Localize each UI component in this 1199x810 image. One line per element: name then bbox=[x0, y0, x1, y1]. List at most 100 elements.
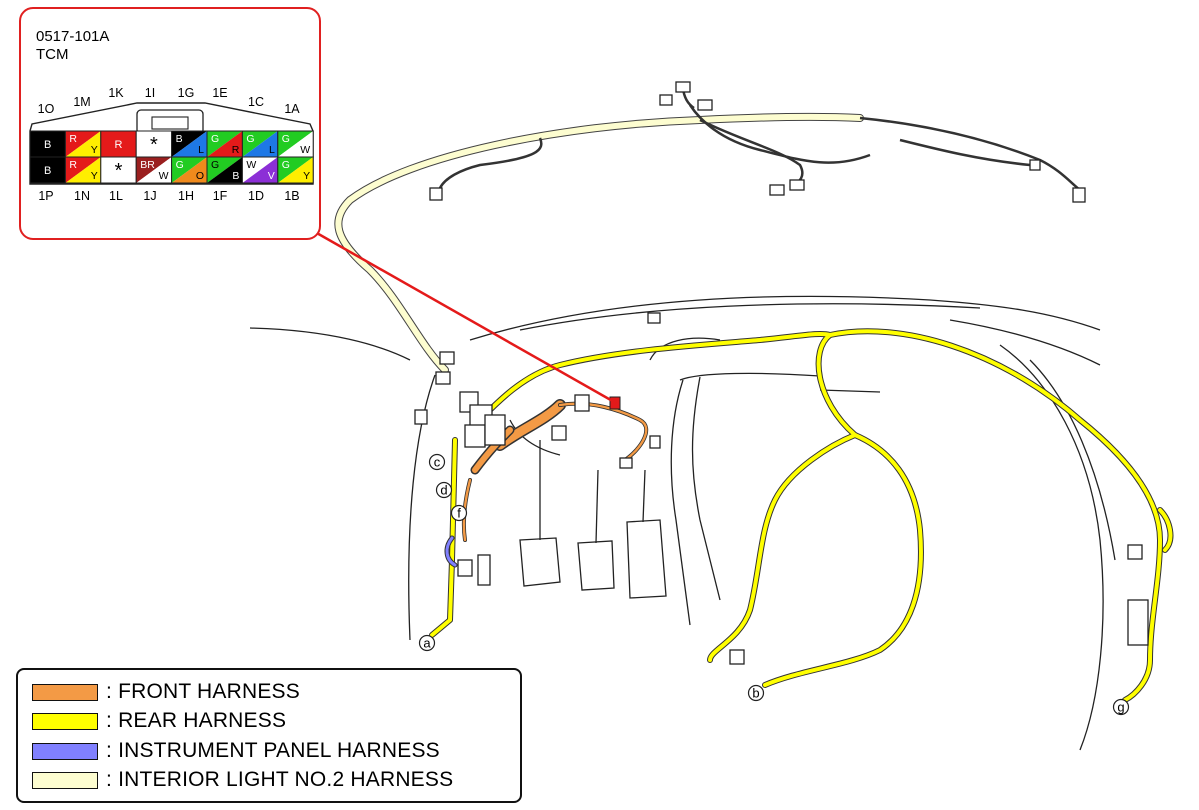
pin-cell-stripe bbox=[242, 157, 278, 183]
pin-number-label: 1B bbox=[284, 189, 300, 203]
pin-number-label: 1F bbox=[212, 189, 228, 203]
pin-color-code: G bbox=[282, 159, 290, 171]
marker-f: f bbox=[457, 506, 461, 521]
vehicle-body-outline bbox=[249, 295, 1116, 751]
harness-legend: : FRONT HARNESS : REAR HARNESS : INSTRUM… bbox=[16, 668, 522, 803]
pin-cell-border bbox=[277, 156, 314, 184]
pin-number-label: 1G bbox=[177, 86, 195, 100]
pin-number-label: 1C bbox=[248, 95, 264, 109]
connector-code: 0517-101A bbox=[36, 28, 110, 45]
legend-swatch-front bbox=[32, 683, 98, 701]
pin-cell bbox=[30, 131, 66, 157]
pin-number-label: 1I bbox=[144, 86, 156, 100]
legend-item-front: : FRONT HARNESS bbox=[32, 679, 300, 705]
pin-stripe-code: B bbox=[232, 170, 239, 182]
pin-color-code: R bbox=[115, 139, 123, 151]
marker-b-circle bbox=[747, 684, 765, 702]
pin-cell-primary bbox=[242, 131, 278, 157]
legend-item-instrument-panel: : INSTRUMENT PANEL HARNESS bbox=[32, 738, 440, 764]
pin-color-code: R bbox=[69, 159, 77, 171]
pin-color-code: R bbox=[69, 133, 77, 145]
legend-label-front: : FRONT HARNESS bbox=[106, 680, 300, 703]
pin-number-label: 1K bbox=[108, 86, 124, 100]
legend-item-rear: : REAR HARNESS bbox=[32, 708, 286, 734]
pin-number-label: 1N bbox=[74, 189, 90, 203]
pin-cell-stripe bbox=[242, 131, 278, 157]
marker-f-circle bbox=[450, 504, 468, 522]
unused-pin-mark: * bbox=[150, 134, 158, 156]
marker-d-circle bbox=[435, 481, 453, 499]
pin-stripe-code: L bbox=[198, 144, 204, 156]
instrument-panel-harness bbox=[444, 535, 458, 568]
legend-swatch-instrument-panel bbox=[32, 742, 98, 760]
pin-number-label: 1P bbox=[38, 189, 54, 203]
pin-cell-stripe bbox=[207, 131, 243, 157]
pin-cell bbox=[100, 157, 137, 183]
pin-stripe-code: V bbox=[268, 170, 275, 182]
pin-cell-stripe bbox=[136, 157, 172, 183]
location-markers: a b c d f g bbox=[418, 453, 1130, 716]
pin-color-code: B bbox=[176, 133, 183, 145]
pin-color-code: BR bbox=[140, 159, 155, 171]
pin-number-label: 1L bbox=[109, 189, 123, 203]
pin-stripe-code: W bbox=[159, 170, 169, 182]
pin-stripe-code: W bbox=[300, 144, 310, 156]
pin-cell bbox=[136, 131, 172, 157]
pin-stripe-code: Y bbox=[91, 170, 98, 182]
legend-label-instrument-panel: : INSTRUMENT PANEL HARNESS bbox=[106, 739, 440, 762]
pin-cell-primary bbox=[65, 157, 101, 183]
pin-cell-stripe bbox=[65, 131, 101, 157]
legend-swatch-interior-light bbox=[32, 771, 98, 789]
rear-harness bbox=[429, 328, 1174, 703]
pedals bbox=[519, 440, 667, 599]
pin-stripe-code: R bbox=[232, 144, 240, 156]
interior-light-harness bbox=[334, 112, 864, 374]
connector-latch-inner bbox=[151, 116, 189, 130]
pin-cell-primary bbox=[65, 131, 101, 157]
marker-g: g bbox=[1117, 700, 1124, 715]
roof-connectors bbox=[429, 81, 1086, 203]
pin-cell-primary bbox=[242, 157, 278, 183]
pin-cell-stripe bbox=[277, 131, 314, 157]
connector-name: TCM bbox=[36, 46, 69, 63]
marker-b: b bbox=[752, 686, 759, 701]
legend-swatch-rear bbox=[32, 712, 98, 730]
pin-color-code: G bbox=[211, 133, 219, 145]
marker-c: c bbox=[434, 455, 441, 470]
pin-cell-stripe bbox=[277, 157, 314, 183]
pin-cell-stripe bbox=[171, 157, 207, 183]
pin-color-code: G bbox=[176, 159, 184, 171]
pin-cell bbox=[100, 131, 137, 157]
pin-cell bbox=[30, 157, 66, 183]
harness-connectors bbox=[414, 312, 1149, 665]
marker-a: a bbox=[423, 636, 431, 651]
pin-number-label: 1M bbox=[73, 95, 91, 109]
pin-color-code: G bbox=[282, 133, 290, 145]
marker-a-circle bbox=[418, 634, 436, 652]
pin-color-code: B bbox=[44, 139, 51, 151]
marker-c-circle bbox=[428, 453, 446, 471]
pin-stripe-code: Y bbox=[303, 170, 310, 182]
unused-pin-mark: * bbox=[115, 160, 123, 182]
pin-color-code: G bbox=[246, 133, 254, 145]
pin-color-code: G bbox=[211, 159, 219, 171]
pin-number-label: 1J bbox=[143, 189, 157, 203]
pin-cell-stripe bbox=[65, 157, 101, 183]
tcm-leader-line bbox=[314, 230, 617, 405]
pin-cell-stripe bbox=[171, 131, 207, 157]
pin-number-label: 1D bbox=[248, 189, 264, 203]
marker-d: d bbox=[440, 483, 447, 498]
pin-color-code: B bbox=[44, 165, 51, 177]
pin-stripe-code: L bbox=[269, 144, 275, 156]
pin-stripe-code: O bbox=[196, 170, 204, 182]
legend-label-interior-light: : INTERIOR LIGHT NO.2 HARNESS bbox=[106, 768, 454, 791]
pin-stripe-code: Y bbox=[91, 144, 98, 156]
pin-color-code: W bbox=[246, 159, 256, 171]
legend-label-rear: : REAR HARNESS bbox=[106, 709, 287, 732]
pin-number-label: 1O bbox=[37, 102, 55, 116]
pin-cell-stripe bbox=[207, 157, 243, 183]
pin-number-label: 1E bbox=[212, 86, 228, 100]
marker-g-circle bbox=[1112, 698, 1130, 716]
legend-item-interior-light: : INTERIOR LIGHT NO.2 HARNESS bbox=[32, 767, 453, 793]
